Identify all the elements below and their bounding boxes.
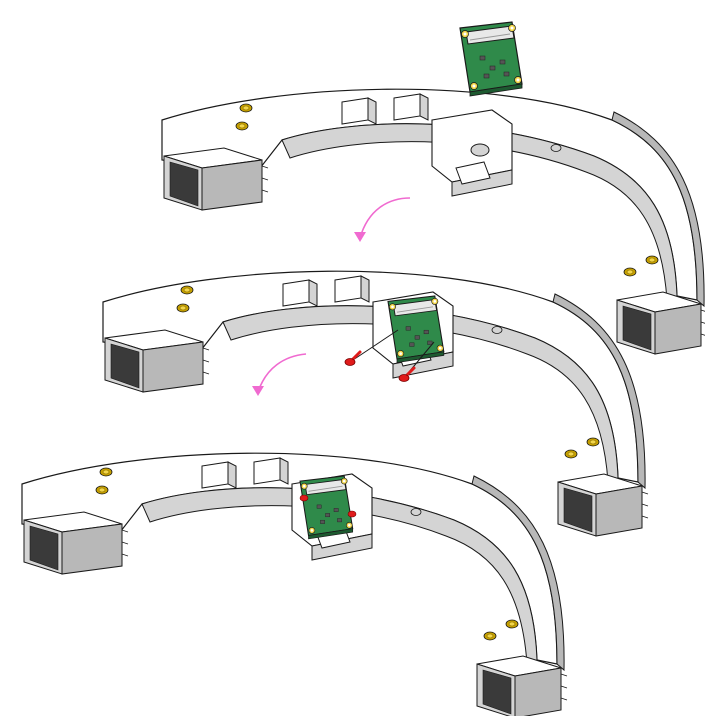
brass-insert-icon bbox=[586, 437, 600, 447]
bracket-assembly-seated bbox=[21, 452, 568, 716]
camera-board-seated bbox=[387, 295, 445, 364]
camera-board-fastened bbox=[299, 475, 354, 540]
screw-right bbox=[398, 341, 435, 382]
clip-tab bbox=[341, 97, 377, 125]
arrow-head bbox=[354, 232, 366, 242]
screw-icon bbox=[347, 510, 357, 518]
right-magnet-block bbox=[476, 655, 568, 716]
arrow-head bbox=[252, 386, 264, 396]
brass-insert-icon bbox=[235, 121, 249, 131]
brass-insert-icon bbox=[623, 267, 637, 277]
brass-insert-icon bbox=[176, 303, 190, 313]
bracket-outer-rim bbox=[552, 293, 646, 490]
right-magnet-block bbox=[557, 473, 649, 537]
curved-arrow-icon bbox=[359, 197, 411, 239]
clip-tab bbox=[201, 461, 237, 489]
brass-insert-icon bbox=[645, 255, 659, 265]
left-magnet-block bbox=[163, 147, 269, 211]
screw-left bbox=[344, 329, 399, 366]
camera-mount bbox=[431, 109, 513, 197]
bracket-assembly-seated bbox=[102, 270, 649, 537]
brass-insert-icon bbox=[95, 485, 109, 495]
brass-insert-icon bbox=[564, 449, 578, 459]
clip-tab bbox=[393, 93, 429, 121]
right-magnet-block bbox=[616, 291, 705, 355]
brass-insert-icon bbox=[505, 619, 519, 629]
bracket-assembly-loose bbox=[161, 88, 705, 355]
brass-insert-icon bbox=[239, 103, 253, 113]
bracket-hole bbox=[550, 144, 562, 152]
left-magnet-block bbox=[104, 329, 210, 393]
bracket-outer-rim bbox=[611, 111, 705, 308]
brass-insert-icon bbox=[99, 467, 113, 477]
bracket-hole bbox=[491, 326, 503, 334]
bracket-outer-rim bbox=[471, 475, 565, 672]
brass-insert-icon bbox=[483, 631, 497, 641]
screw-icon bbox=[299, 494, 309, 502]
camera-board-loose bbox=[459, 21, 523, 97]
bracket-hole bbox=[410, 508, 422, 516]
left-magnet-block bbox=[23, 511, 129, 575]
clip-tab bbox=[334, 275, 370, 303]
clip-tab bbox=[253, 457, 289, 485]
clip-tab bbox=[282, 279, 318, 307]
brass-insert-icon bbox=[180, 285, 194, 295]
curved-arrow-icon bbox=[257, 353, 307, 393]
